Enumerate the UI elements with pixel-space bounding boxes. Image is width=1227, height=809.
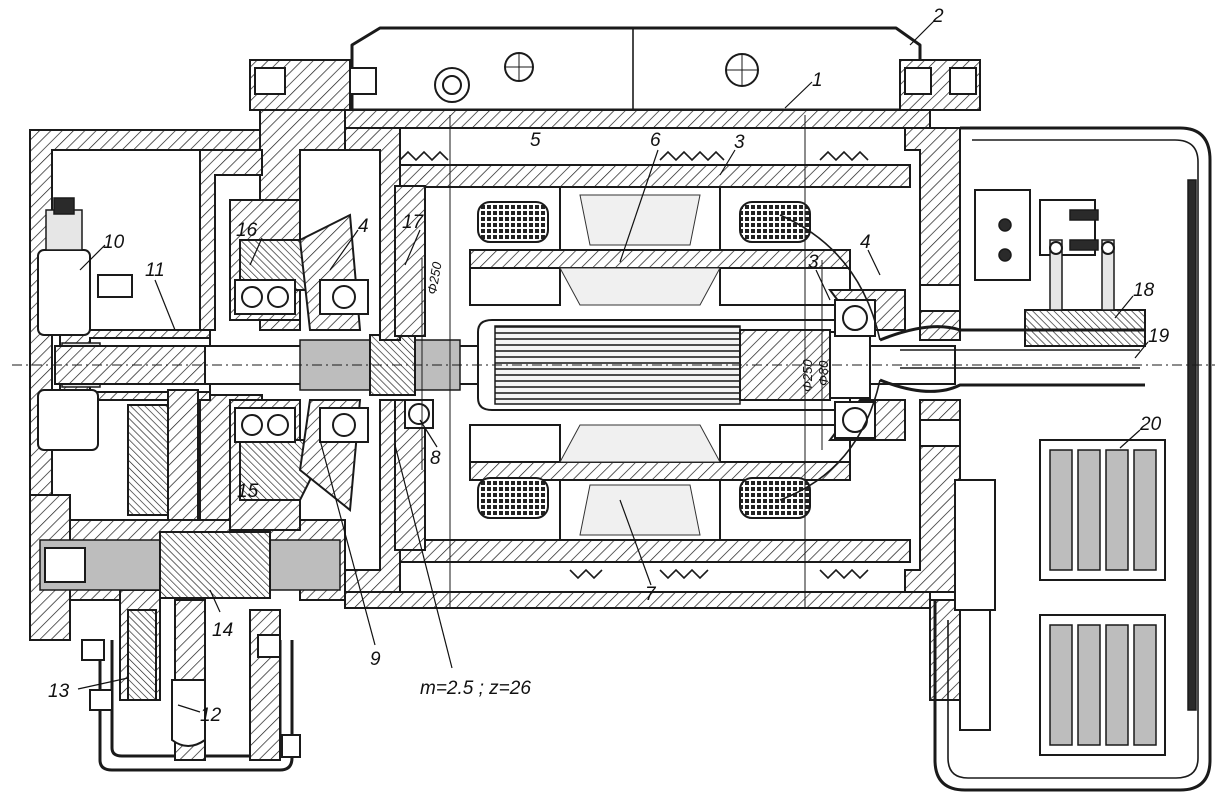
gear-spec-note: m=2.5 ; z=26	[420, 678, 531, 699]
callout-14: 14	[212, 620, 233, 641]
callout-17: 17	[402, 212, 425, 233]
gear-note-leader	[394, 444, 453, 669]
callout-12: 12	[200, 705, 222, 726]
callout-4b: 4	[860, 232, 871, 253]
callout-6: 6	[650, 130, 661, 151]
fuse-block-lower	[1049, 624, 1157, 746]
callout-8: 8	[430, 448, 441, 469]
terminal-box	[779, 126, 1212, 792]
callout-10: 10	[103, 232, 125, 253]
callout-11: 11	[145, 260, 165, 281]
dim-phi80: Φ80	[816, 360, 831, 386]
callout-3a: 3	[734, 132, 745, 153]
callout-labels: 1 2 3 3 4 4 5 6 7 8 9 10 11 12 13 14 15 …	[48, 6, 1170, 726]
callout-13: 13	[48, 681, 70, 702]
centre-lines	[12, 115, 1215, 608]
dim-phi250-right: Φ250	[800, 359, 815, 392]
callout-20: 20	[1139, 414, 1162, 435]
callout-5: 5	[530, 130, 541, 151]
callout-3b: 3	[808, 252, 819, 273]
dim-phi250-left: Φ250	[424, 260, 445, 295]
callout-19: 19	[1148, 326, 1170, 347]
callout-7: 7	[645, 584, 657, 605]
callout-1: 1	[812, 70, 823, 91]
stator-core	[394, 150, 911, 580]
fuse-block-upper	[1049, 449, 1157, 571]
callout-2: 2	[932, 6, 944, 27]
callout-4a: 4	[358, 216, 369, 237]
dimension-labels: Φ250 Φ250 Φ80	[424, 260, 831, 392]
callout-16: 16	[236, 220, 258, 241]
bearings	[234, 279, 961, 447]
callout-9: 9	[370, 649, 381, 670]
callout-18: 18	[1133, 280, 1155, 301]
tacho-sensor	[37, 197, 133, 451]
callout-15: 15	[237, 481, 259, 502]
